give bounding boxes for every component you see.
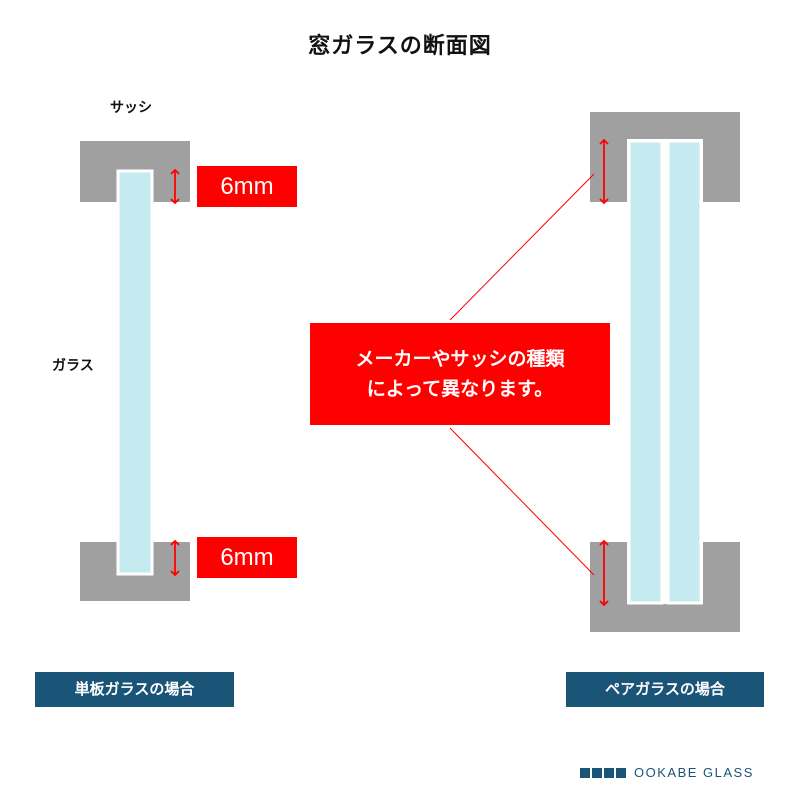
diagram-title: 窓ガラスの断面図 bbox=[308, 34, 492, 59]
callout-leader-bottom bbox=[449, 427, 595, 576]
callout-line-2: によって異なります。 bbox=[366, 378, 554, 400]
callout-box: メーカーやサッシの種類 によって異なります。 bbox=[310, 323, 610, 425]
single-bottom-sash bbox=[80, 542, 190, 601]
caption-pair-glass: ペアガラスの場合 bbox=[566, 672, 764, 707]
sash-label: サッシ bbox=[110, 100, 152, 116]
gap-badge-top: 6mm bbox=[197, 166, 297, 207]
logo-square-icon bbox=[616, 767, 626, 778]
logo-square-icon bbox=[580, 767, 590, 778]
gap-badge-bottom: 6mm bbox=[197, 537, 297, 578]
logo-square-icon bbox=[604, 767, 614, 778]
brand-name: OOKABE GLASS bbox=[634, 765, 754, 780]
single-top-sash bbox=[80, 141, 190, 202]
pair-glass-pane-right bbox=[666, 139, 703, 605]
single-glass-pane bbox=[116, 169, 154, 576]
logo-square-icon bbox=[592, 767, 602, 778]
pair-top-sash bbox=[590, 112, 740, 202]
brand-logo: OOKABE GLASS bbox=[580, 765, 754, 780]
callout-leader-top bbox=[449, 173, 595, 321]
caption-single-glass: 単板ガラスの場合 bbox=[35, 672, 234, 707]
callout-line-1: メーカーやサッシの種類 bbox=[355, 348, 565, 370]
glass-label: ガラス bbox=[52, 358, 94, 374]
pair-bottom-sash bbox=[590, 542, 740, 632]
pair-glass-pane-left bbox=[627, 139, 664, 605]
